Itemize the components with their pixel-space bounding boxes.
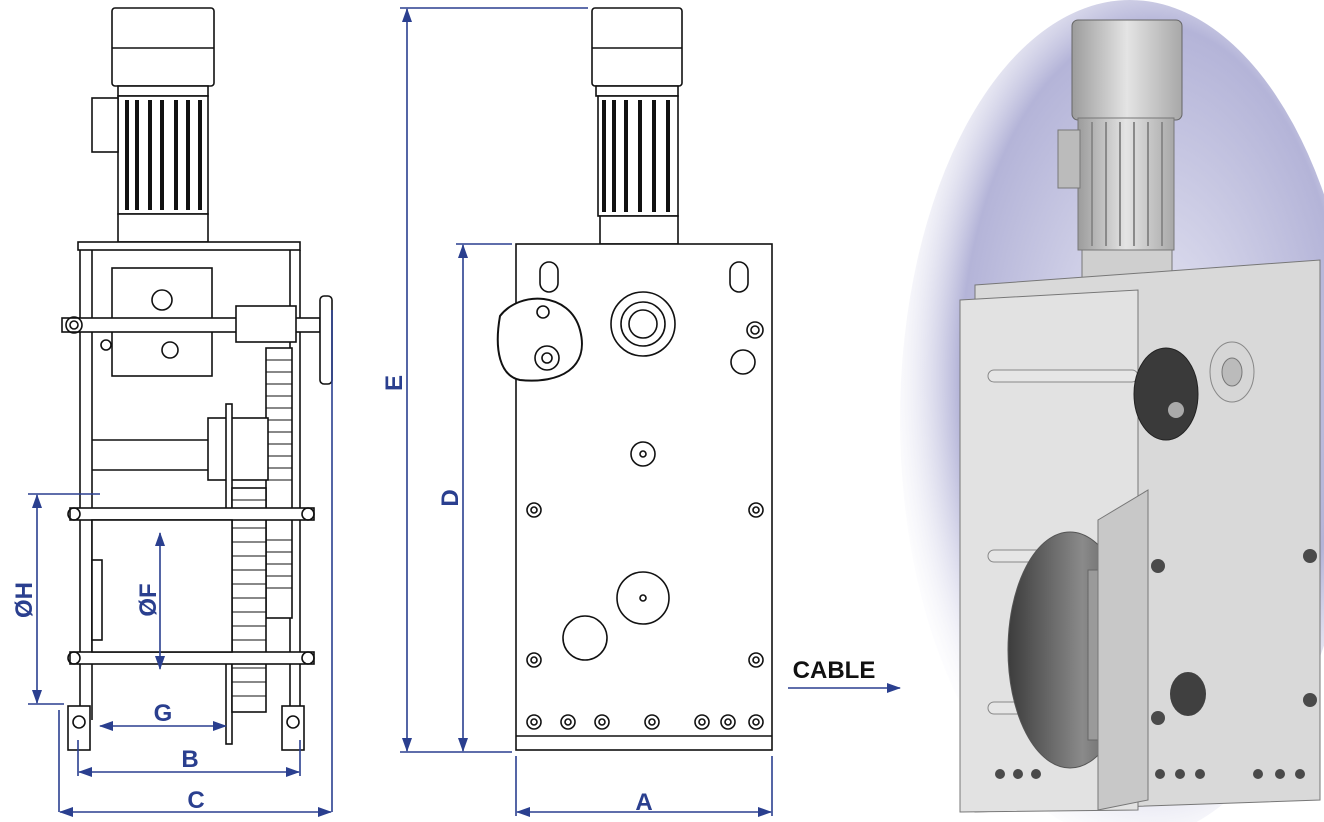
label-cable: CABLE bbox=[793, 657, 876, 684]
shaft-opening bbox=[562, 615, 608, 661]
terminal-box bbox=[91, 97, 119, 153]
spur-gear bbox=[265, 347, 293, 619]
tie-rod-upper bbox=[69, 507, 315, 521]
tie-rod-lower bbox=[69, 651, 315, 665]
label-E: E bbox=[381, 375, 408, 391]
drum-hub bbox=[616, 571, 670, 625]
side-view bbox=[61, 7, 333, 751]
render-motor-fan bbox=[1071, 19, 1183, 121]
motor-flange bbox=[117, 85, 209, 97]
motor-fan-cover-front bbox=[591, 7, 683, 87]
label-A: A bbox=[635, 789, 652, 816]
brake-disc bbox=[319, 295, 333, 385]
label-H: ØH bbox=[11, 582, 38, 618]
label-F: ØF bbox=[135, 583, 162, 616]
label-G: G bbox=[154, 700, 173, 727]
label-B: B bbox=[181, 746, 198, 773]
label-C: C bbox=[187, 787, 204, 814]
cam-lever bbox=[496, 297, 583, 382]
render-cam bbox=[1133, 347, 1199, 441]
cable-drum bbox=[91, 519, 233, 653]
dimension-lines bbox=[28, 7, 901, 817]
bolt-row bbox=[526, 502, 764, 730]
3d-render bbox=[900, 0, 1324, 822]
side-frame bbox=[77, 241, 301, 251]
label-D: D bbox=[437, 489, 464, 506]
motor-fan-cover bbox=[111, 7, 215, 87]
pinion-gear bbox=[207, 417, 269, 481]
render-motor-body bbox=[1077, 117, 1175, 251]
front-view bbox=[496, 7, 773, 751]
